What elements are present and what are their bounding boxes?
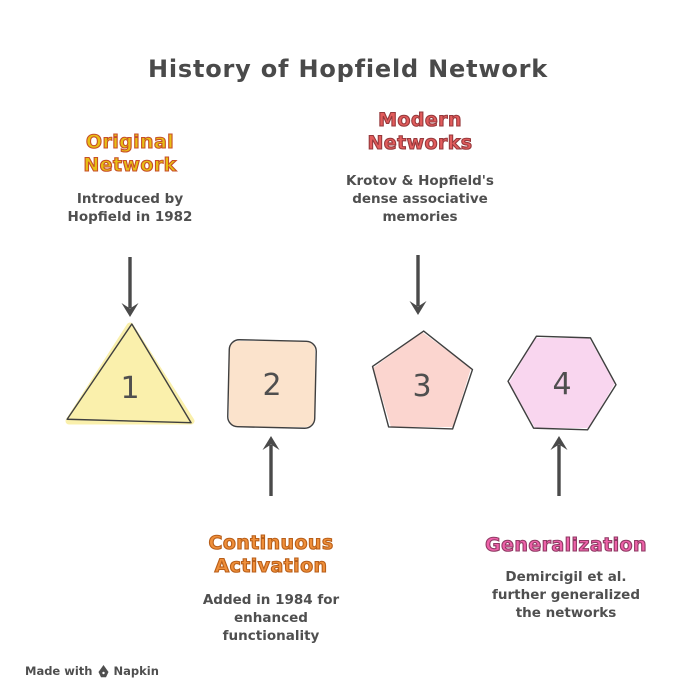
step-number: 3 xyxy=(412,369,431,404)
step-number: 4 xyxy=(552,367,571,402)
step-shape-hexagon: 4 xyxy=(507,335,617,431)
napkin-brand-label: Napkin xyxy=(113,664,159,678)
hexagon-outline xyxy=(507,335,617,431)
annotation-heading-original: Original Network xyxy=(83,130,177,177)
annotation-heading-continuous: Continuous Activation xyxy=(208,531,334,578)
page-title: History of Hopfield Network xyxy=(147,55,549,83)
square-outline xyxy=(227,339,317,429)
step-shape-pentagon: 3 xyxy=(371,330,474,430)
arrow-up-icon xyxy=(262,436,280,496)
napkin-pen-icon xyxy=(98,664,109,678)
annotation-body-continuous: Added in 1984 for enhanced functionality xyxy=(202,592,340,644)
annotation-continuous-activation: Continuous Activation Added in 1984 for … xyxy=(181,531,361,646)
arrow-down-icon xyxy=(121,257,139,317)
step-shape-square: 2 xyxy=(227,339,317,429)
pentagon-fill xyxy=(373,332,471,427)
annotation-body-generalization: Demircigil et al. further generalized th… xyxy=(491,569,640,621)
annotation-generalization: Generalization Demircigil et al. further… xyxy=(466,533,666,623)
triangle-outline xyxy=(66,323,192,424)
made-with-label: Made with xyxy=(25,664,93,678)
annotation-heading-generalization: Generalization xyxy=(485,533,647,556)
square-fill xyxy=(229,341,315,427)
arrow-down-icon xyxy=(409,255,427,315)
annotation-body-modern: Krotov & Hopfield's dense associative me… xyxy=(346,173,494,225)
annotation-heading-modern: Modern Networks xyxy=(367,108,473,155)
arrow-up-icon xyxy=(550,436,568,496)
annotation-body-original: Introduced by Hopfield in 1982 xyxy=(67,191,193,226)
hexagon-fill xyxy=(509,338,615,428)
step-number: 1 xyxy=(120,371,139,406)
made-with-napkin-link[interactable]: Made with Napkin xyxy=(25,664,159,678)
step-shape-triangle: 1 xyxy=(65,322,195,425)
step-number: 2 xyxy=(262,368,281,403)
pentagon-outline xyxy=(371,330,474,430)
annotation-original-network: Original Network Introduced by Hopfield … xyxy=(40,130,220,227)
annotation-modern-networks: Modern Networks Krotov & Hopfield's dens… xyxy=(330,108,510,227)
